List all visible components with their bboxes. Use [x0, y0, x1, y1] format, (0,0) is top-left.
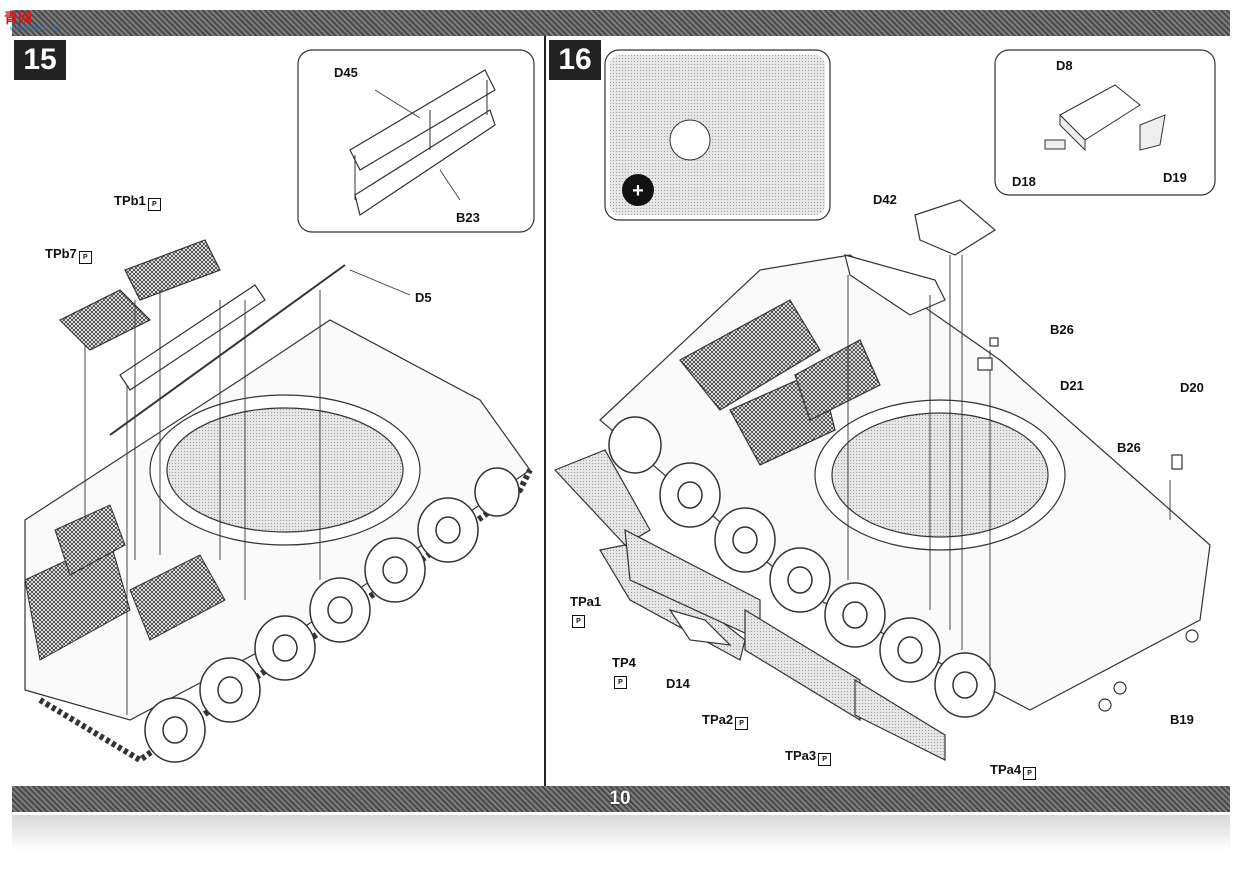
- part-label-B23: B23: [456, 210, 480, 225]
- photo-etch-icon: P: [614, 676, 627, 689]
- photo-etch-icon: P: [78, 251, 92, 264]
- photo-etch-icon: P: [1023, 767, 1037, 780]
- part-label-D5: D5: [415, 290, 432, 305]
- photo-etch-icon: P: [818, 753, 832, 766]
- part-label-D45: D45: [334, 65, 358, 80]
- step16-hull: [599, 254, 1211, 711]
- photo-etch-icon: P: [572, 615, 585, 628]
- page-bottom-fade: [12, 815, 1230, 851]
- step16-parts-exploded: [844, 199, 1199, 712]
- part-label-D21: D21: [1060, 378, 1084, 393]
- bottom-footer-band: [12, 786, 1230, 812]
- step15-detail-inset: [297, 49, 535, 233]
- photo-etch-icon: P: [147, 198, 161, 211]
- part-label-D42: D42: [873, 192, 897, 207]
- part-label-B26-upper: B26: [1050, 322, 1074, 337]
- step15-engine-grilles: [24, 504, 226, 661]
- part-label-D19: D19: [1163, 170, 1187, 185]
- part-label-D8: D8: [1056, 58, 1073, 73]
- step-number-16: 16: [549, 40, 601, 80]
- magnify-plus-icon: [622, 174, 654, 206]
- page-number: 10: [609, 788, 631, 809]
- svg-text:+: +: [632, 180, 644, 202]
- step15-road-wheels: [144, 467, 520, 763]
- site-logo-url: www.qingmox.com: [10, 26, 61, 32]
- step16-road-wheels: [608, 416, 996, 718]
- part-label-D18: D18: [1012, 174, 1036, 189]
- step16-side-skirts: [553, 449, 946, 761]
- part-label-D14: D14: [666, 676, 690, 691]
- site-logo: 青网: [4, 10, 32, 26]
- step16-detail-inset: [994, 49, 1216, 196]
- part-label-B19: B19: [1170, 712, 1194, 727]
- step-number-15: 15: [14, 40, 66, 80]
- top-header-band: [12, 10, 1230, 36]
- photo-etch-icon: P: [735, 717, 749, 730]
- step16-zoom-inset: +: [604, 49, 831, 221]
- step-divider: [544, 36, 546, 786]
- part-label-B26-lower: B26: [1117, 440, 1141, 455]
- step15-parts-exploded: [58, 239, 411, 715]
- part-label-D20: D20: [1180, 380, 1204, 395]
